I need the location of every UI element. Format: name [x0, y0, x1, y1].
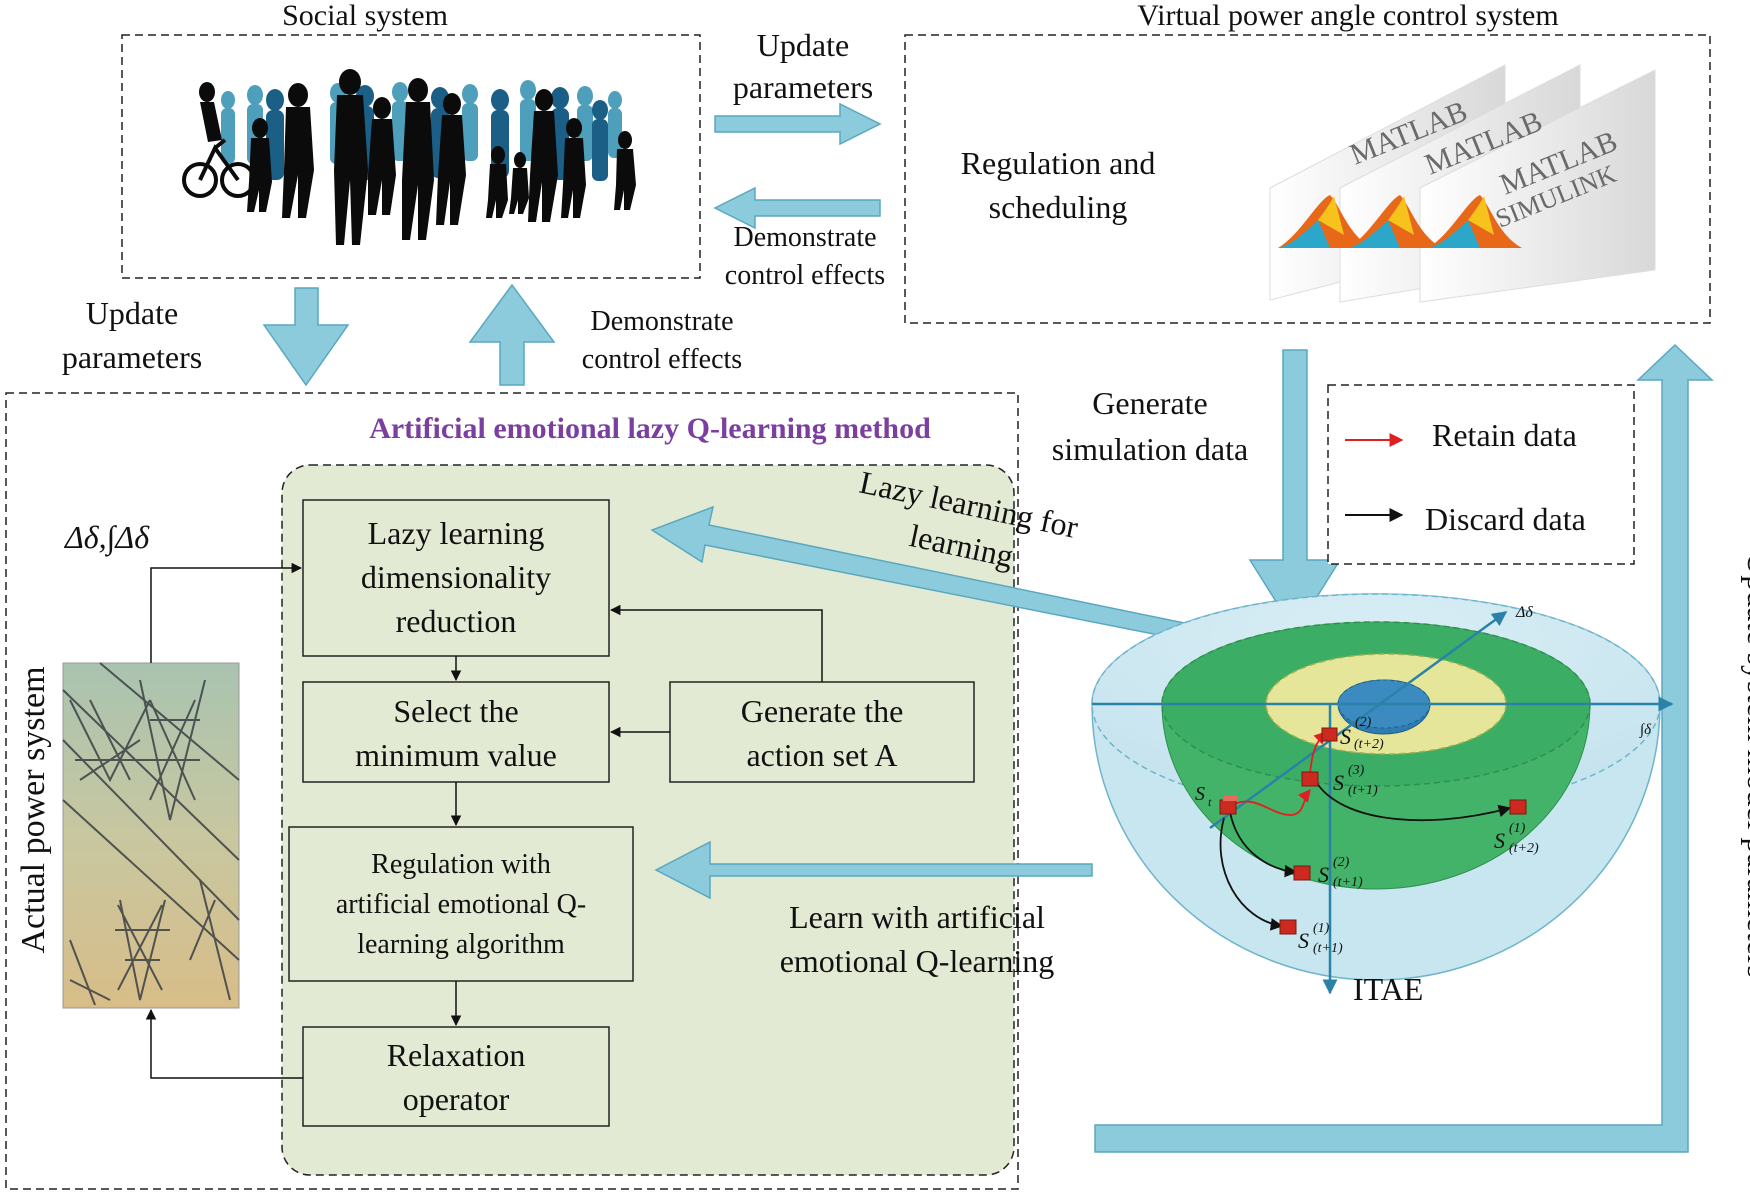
select-minimum-box [302, 681, 610, 783]
svg-text:(t+1): (t+1) [1348, 783, 1378, 798]
svg-text:(t+1): (t+1) [1313, 941, 1343, 956]
actual-power-label: Actual power system [15, 666, 52, 953]
state-label-st: S t [1195, 783, 1212, 809]
svg-text:(2): (2) [1333, 855, 1350, 870]
legend-discard-label: Discard data [1425, 501, 1586, 537]
left-update-label-1: Update [86, 295, 178, 331]
crowd-silhouette-icon [182, 69, 636, 245]
axis-int-label: ∫δ [1639, 722, 1652, 738]
regulation-scheduling-label-1: Regulation and [961, 145, 1156, 181]
axis-itae-label: ITAE [1353, 971, 1423, 1007]
feedback-delta-label: Δδ,∫Δδ [63, 519, 150, 557]
relaxation-box [302, 1026, 610, 1127]
regulation-box [288, 826, 634, 982]
svg-text:S: S [1333, 770, 1344, 795]
learn-q-label-2: emotional Q-learning [780, 943, 1055, 979]
virtual-system-label: Virtual power angle control system [1137, 0, 1558, 32]
state-label-t2-2: S (2) (t+2) [1340, 715, 1384, 752]
gen-sim-label-2: simulation data [1052, 431, 1248, 467]
flow-connectors [145, 562, 823, 1079]
social-system-label: Social system [282, 0, 448, 32]
gen-sim-arrow [1248, 349, 1342, 634]
svg-text:(3): (3) [1348, 763, 1365, 778]
state-cube-t2-2 [1321, 727, 1338, 742]
arrow-up-to-social [468, 283, 556, 386]
state-trajectories [1219, 731, 1512, 931]
hemisphere-axes [1092, 610, 1674, 995]
arrow-down-to-method [262, 287, 350, 387]
legend-retain-label: Retain data [1432, 417, 1577, 453]
state-cube-t1-3 [1301, 771, 1319, 787]
legend-box [1327, 384, 1635, 565]
relaxation-line-1: Relaxation [387, 1037, 526, 1073]
state-cube-t2-1 [1509, 799, 1527, 815]
left-update-label-2: parameters [62, 339, 202, 375]
generate-action-line-1: Generate the [741, 693, 904, 729]
matlab-simulink-logo-icon: MATLAB MATLAB MATLAB SIMULINK [1269, 64, 1656, 303]
svg-text:(1): (1) [1313, 921, 1330, 936]
top-update-label-1: Update [757, 27, 849, 63]
state-label-t2-1: S (1) (t+2) [1494, 821, 1539, 856]
svg-text:(1): (1) [1509, 821, 1526, 836]
lazy-learning-line-2: dimensionality [361, 559, 551, 595]
lazy-learning-line-3: reduction [396, 603, 517, 639]
svg-text:S: S [1340, 724, 1351, 749]
svg-text:S: S [1494, 828, 1505, 853]
arrow-to-virtual-system [714, 102, 882, 146]
svg-text:(t+1): (t+1) [1333, 875, 1363, 890]
regulation-line-2: artificial emotional Q- [336, 889, 586, 920]
state-label-t1-3: S (3) (t+1) [1333, 763, 1378, 798]
state-label-t1-2: S (2) (t+1) [1318, 855, 1363, 890]
power-pylon-photo-icon [62, 662, 240, 1009]
gen-sim-label-1: Generate [1092, 385, 1207, 421]
state-cube-st [1219, 796, 1237, 815]
top-demo-label-2: control effects [725, 260, 885, 291]
generate-action-line-2: action set A [746, 737, 897, 773]
regulation-scheduling-label-2: scheduling [989, 189, 1128, 225]
left-demo-label-1: Demonstrate [590, 306, 733, 337]
learn-q-arrow [654, 840, 1093, 900]
svg-text:S: S [1298, 928, 1309, 953]
method-title: Artificial emotional lazy Q-learning met… [369, 412, 931, 445]
state-cube-t1-2 [1293, 865, 1311, 881]
svg-text:S: S [1318, 862, 1329, 887]
social-system-box [121, 34, 701, 279]
top-demo-label-1: Demonstrate [733, 222, 876, 253]
state-cube-t1-1 [1279, 919, 1297, 935]
generate-action-box [669, 681, 975, 783]
lazy-learning-arrow [650, 505, 1219, 647]
axis-delta-label: Δδ [1515, 604, 1533, 621]
method-outer-box [5, 392, 1019, 1190]
regulation-line-1: Regulation with [371, 849, 551, 880]
regulation-line-3: learning algorithm [357, 929, 565, 960]
arrow-to-social-system [713, 186, 881, 230]
virtual-system-box [904, 34, 1711, 324]
learn-q-label-1: Learn with artificial [789, 899, 1045, 935]
update-model-label: Update system model parameters [1741, 552, 1750, 978]
select-minimum-line-1: Select the [393, 693, 518, 729]
svg-text:S: S [1195, 783, 1205, 805]
lazy-learning-line-1: Lazy learning [368, 515, 545, 551]
state-label-t1-1: S (1) (t+1) [1298, 921, 1343, 956]
relaxation-line-2: operator [403, 1081, 510, 1117]
select-minimum-line-2: minimum value [355, 737, 557, 773]
svg-text:(t+2): (t+2) [1354, 737, 1384, 752]
svg-text:t: t [1208, 795, 1212, 809]
svg-text:(t+2): (t+2) [1509, 841, 1539, 856]
update-model-arrow [1094, 343, 1714, 1153]
lazy-learning-box [302, 499, 610, 657]
svg-text:(2): (2) [1355, 715, 1372, 730]
top-update-label-2: parameters [733, 69, 873, 105]
left-demo-label-2: control effects [582, 344, 742, 375]
